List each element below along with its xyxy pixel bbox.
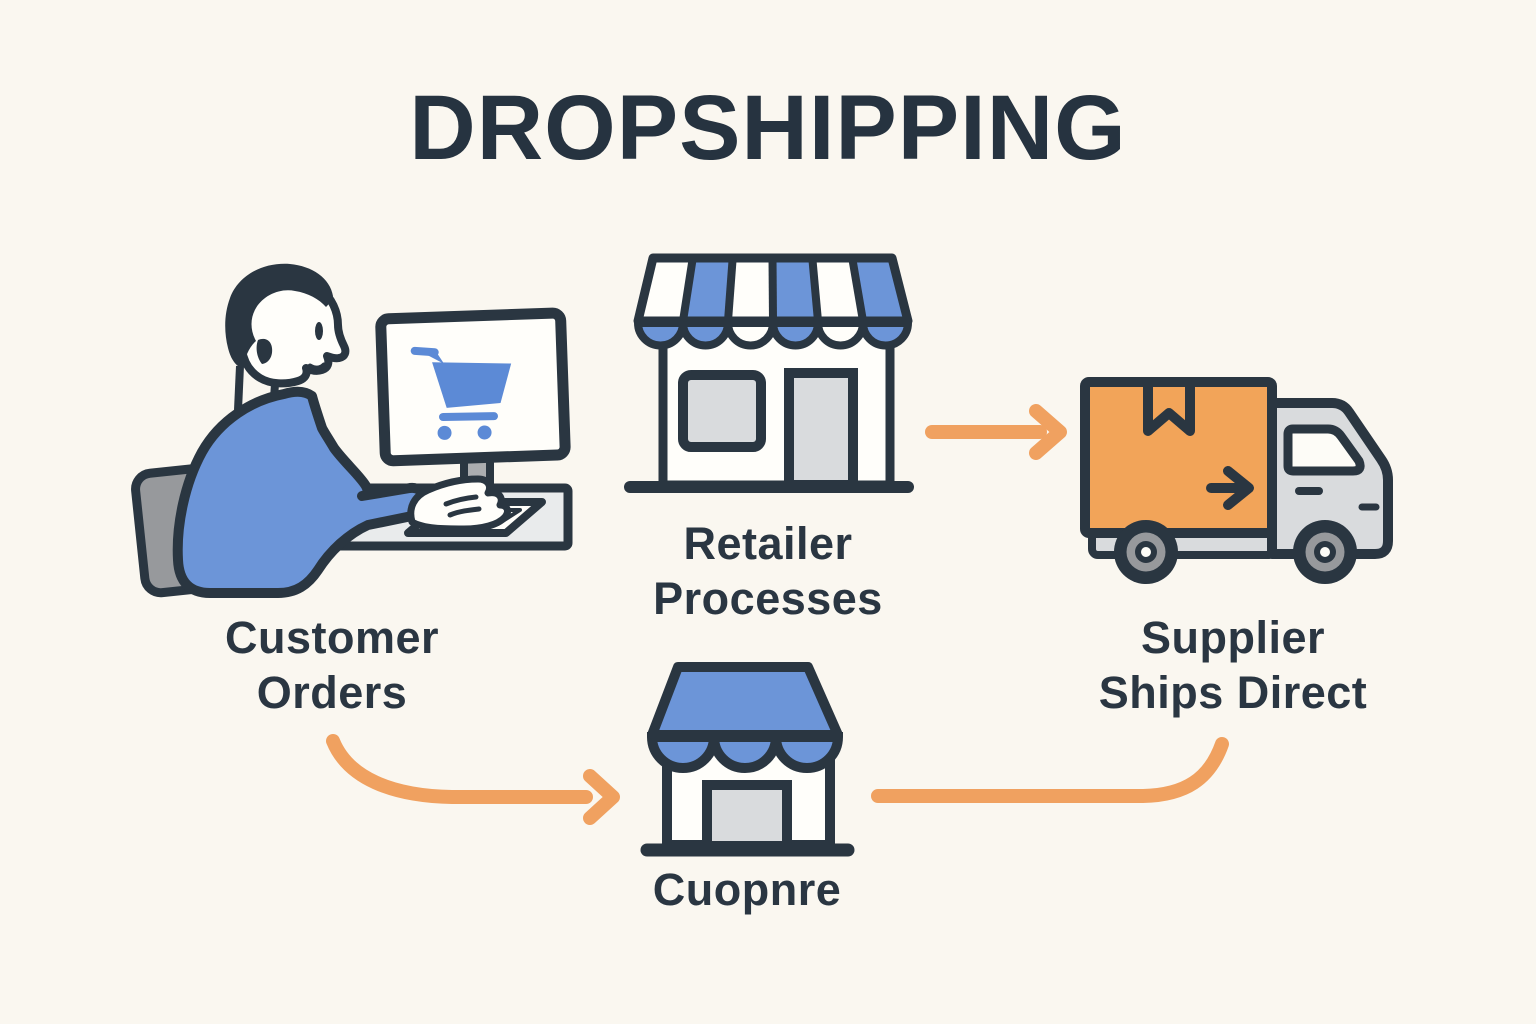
- awning-scallops: [646, 732, 844, 773]
- retailer-storefront-icon: [624, 253, 914, 493]
- awning-striped: [633, 253, 913, 326]
- retailer-processes-label: Retailer Processes: [608, 516, 928, 626]
- truck-wheel-rear: [1114, 520, 1178, 584]
- label-line: Cuopnre: [652, 864, 842, 915]
- package-ribbon: [1143, 387, 1195, 436]
- delivery-truck-icon: [1080, 377, 1393, 584]
- label-line: Ships Direct: [1098, 667, 1368, 718]
- awning-scallops: [633, 319, 913, 350]
- hair: [225, 263, 333, 369]
- arrow-store-to-supplier-icon: [871, 737, 1229, 803]
- label-line: Retailer: [683, 518, 853, 569]
- arrow-retailer-to-supplier-icon: [925, 404, 1067, 460]
- awning: [647, 662, 843, 740]
- label-line: Supplier: [1140, 612, 1326, 663]
- person-ordering-at-computer-icon: [131, 263, 573, 598]
- label-line: Orders: [256, 667, 408, 718]
- hands: [407, 475, 511, 533]
- label-line: Customer: [224, 612, 440, 663]
- supplier-ships-direct-label: Supplier Ships Direct: [1048, 610, 1418, 720]
- truck-wheel-front: [1293, 520, 1357, 584]
- person-head: [225, 263, 350, 411]
- page-title: DROPSHIPPING: [409, 77, 1127, 179]
- package-arrow-icon: [1206, 466, 1254, 510]
- sideburn: [256, 338, 273, 364]
- small-storefront-icon: [640, 662, 855, 857]
- monitor: [375, 307, 571, 467]
- eye: [315, 322, 323, 340]
- label-line: Processes: [653, 573, 883, 624]
- store-window: [678, 370, 766, 452]
- arrow-customer-to-store-icon: [326, 734, 620, 825]
- shopping-cart-icon: [410, 346, 512, 440]
- customer-orders-label: Customer Orders: [152, 610, 512, 720]
- store-label: Cuopnre: [587, 862, 907, 917]
- cab-window: [1283, 424, 1365, 476]
- mouth: [307, 362, 327, 371]
